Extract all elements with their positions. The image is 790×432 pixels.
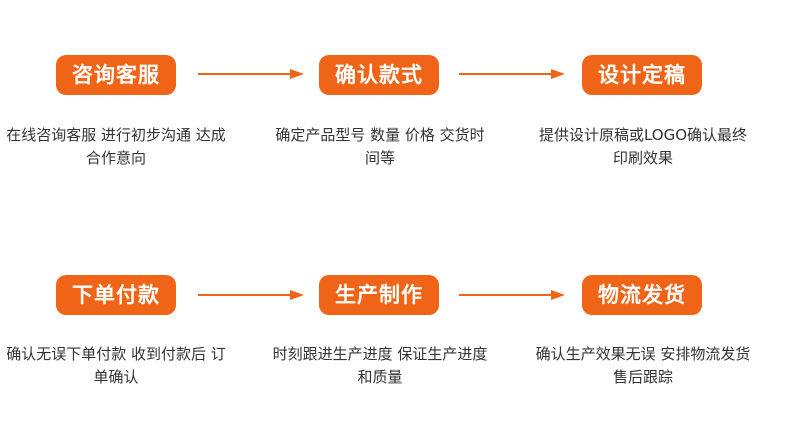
arrow-right-icon bbox=[459, 69, 565, 79]
step-badge: 确认款式 bbox=[319, 55, 439, 95]
step-badge: 生产制作 bbox=[319, 275, 439, 315]
step-badge: 咨询客服 bbox=[56, 55, 176, 95]
step-description: 时刻跟进生产进度 保证生产进度和质量 bbox=[272, 345, 488, 386]
step-badge: 物流发货 bbox=[582, 275, 702, 315]
arrow-right-icon bbox=[198, 69, 304, 79]
step-description: 提供设计原稿或LOGO确认最终印刷效果 bbox=[538, 126, 748, 167]
step-badge: 下单付款 bbox=[56, 275, 176, 315]
step-description: 确认无误下单付款 收到付款后 订单确认 bbox=[6, 345, 226, 386]
arrow-right-icon bbox=[198, 290, 304, 300]
step-description: 确认生产效果无误 安排物流发货 售后跟踪 bbox=[535, 345, 751, 386]
step-description: 确定产品型号 数量 价格 交货时间等 bbox=[275, 126, 485, 167]
arrow-right-icon bbox=[459, 290, 565, 300]
step-description: 在线咨询客服 进行初步沟通 达成合作意向 bbox=[6, 126, 226, 167]
step-badge: 设计定稿 bbox=[582, 55, 702, 95]
